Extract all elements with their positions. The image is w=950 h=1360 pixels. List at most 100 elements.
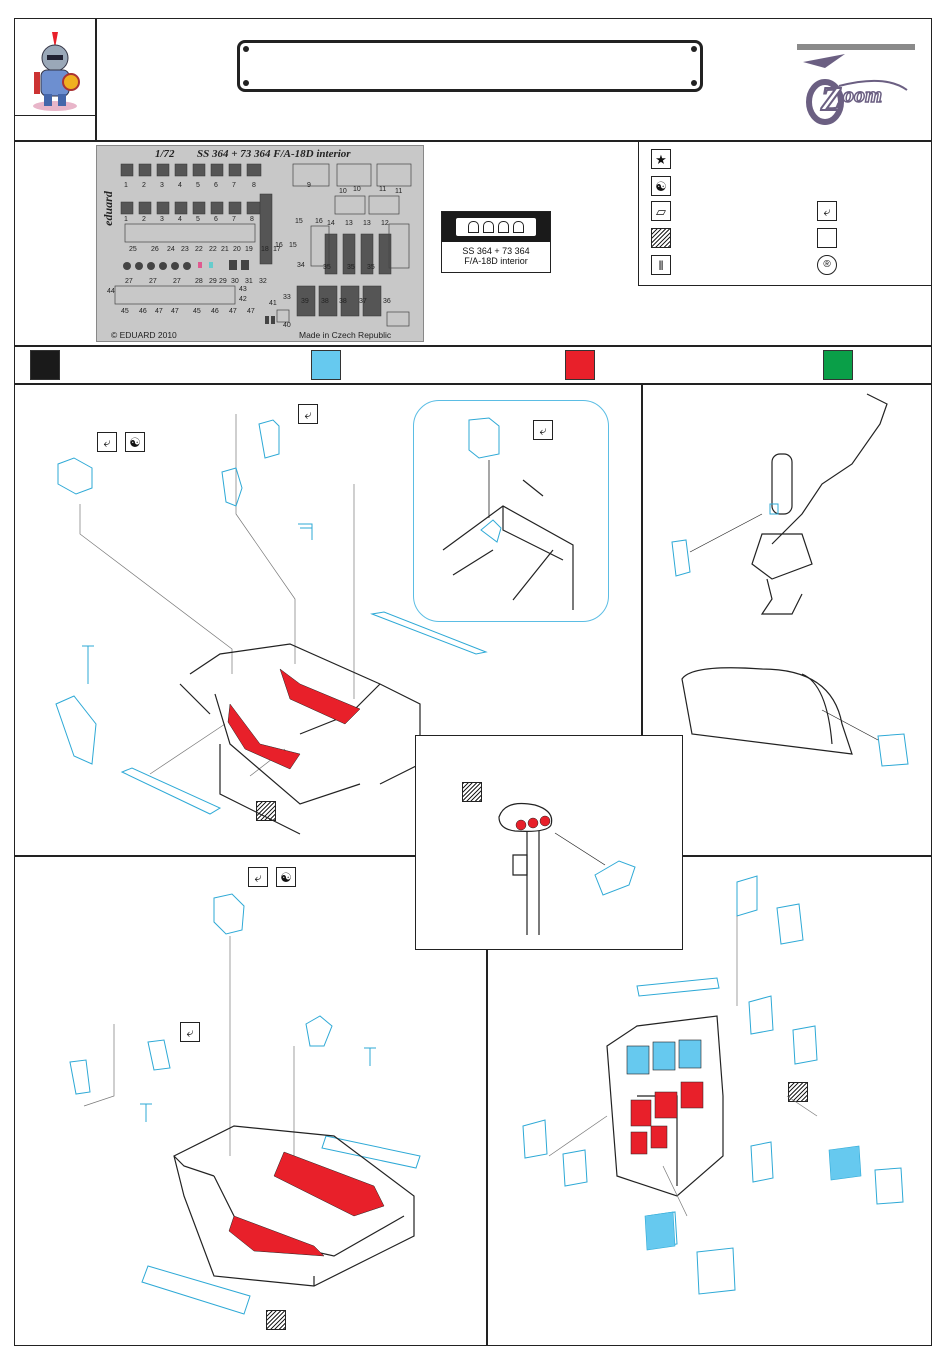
fret-num-g: 7 [232, 182, 236, 189]
fret-num-bf: 46 [139, 308, 147, 315]
page-frame [14, 18, 932, 1346]
yin-yang-icon: ☯ [651, 176, 671, 196]
fret-num-at: 31 [245, 278, 253, 285]
fret-num-bo: 38 [339, 298, 347, 305]
fret-num-az: 44 [107, 288, 115, 295]
fret-num-ak: 18 [261, 246, 269, 253]
fret-num-e: 5 [196, 182, 200, 189]
fret-num-bc: 41 [269, 300, 277, 307]
fret-title: SS 364 + 73 364 F/A-18D interior [197, 148, 351, 160]
fret-num-be: 45 [121, 308, 129, 315]
legend-box [638, 140, 932, 286]
fret-num-ag: 22 [209, 246, 217, 253]
empty-box-icon [817, 228, 837, 248]
fret-num-l: 11 [379, 186, 387, 193]
panel3-drawing [69, 893, 421, 1315]
fret-num-au: 32 [259, 278, 267, 285]
throttle-drawing [498, 802, 636, 935]
fret-num-br: 15 [289, 242, 297, 249]
fret-num-aw: 35 [323, 264, 331, 271]
fret-num-av: 34 [297, 262, 305, 269]
svg-text:oom: oom [843, 82, 882, 107]
fret-num-y: 13 [345, 220, 353, 227]
zoom-logo: Z oom [795, 44, 917, 130]
set-label-graphic [442, 212, 550, 242]
fret-num-af: 22 [195, 246, 203, 253]
drill-icon: ‖ [651, 255, 671, 275]
panel3-hatched-icon [266, 1310, 286, 1330]
knight-logo [24, 28, 86, 112]
logo-divider-small [14, 115, 96, 116]
panel3-fold-icon: ⤶ [248, 867, 268, 887]
fret-num-ad: 24 [167, 246, 175, 253]
fret-num-i: 9 [307, 182, 311, 189]
fret-num-ah: 21 [221, 246, 229, 253]
fret-num-bl: 47 [247, 308, 255, 315]
remove-icon: ® [817, 255, 837, 275]
callout-fold-icon: ⤶ [533, 420, 553, 440]
svg-text:Z: Z [820, 81, 842, 118]
fret-num-r: 5 [196, 216, 200, 223]
hatched-icon [651, 228, 671, 248]
fret-num-aj: 19 [245, 246, 253, 253]
fret-num-j: 10 [339, 188, 347, 195]
fret-num-x: 14 [327, 220, 335, 227]
fret-num-ba: 43 [239, 286, 247, 293]
color-row-bottom [14, 383, 932, 385]
fret-copyright: © EDUARD 2010 [111, 330, 177, 340]
color-swatch-green [823, 350, 853, 380]
fret-num-f: 6 [214, 182, 218, 189]
fret-num-m: 11 [395, 188, 403, 195]
panel4-hatched-icon [788, 1082, 808, 1102]
fret-num-ar: 29 [219, 278, 227, 285]
set-label-line2: F/A-18D interior [464, 256, 528, 266]
fret-num-an: 27 [149, 278, 157, 285]
throttle-hatched-icon [462, 782, 482, 802]
fret-num-bt: 40 [283, 322, 291, 329]
panel1-fold-icon: ⤶ [97, 432, 117, 452]
panel1-drawing [55, 414, 488, 835]
fret-num-bi: 45 [193, 308, 201, 315]
header-divider [14, 140, 932, 142]
fret-num-h: 8 [252, 182, 256, 189]
detail-callout [413, 400, 609, 622]
photo-etch-fret: 1/72 SS 364 + 73 364 F/A-18D interior ed… [96, 145, 424, 342]
set-label-line1: SS 364 + 73 364 [462, 246, 530, 256]
fold-icon: ⤶ [817, 201, 837, 221]
panel-divider-v2 [486, 855, 488, 1346]
fret-num-am: 27 [125, 278, 133, 285]
fret-num-q: 4 [178, 216, 182, 223]
color-swatch-blue [311, 350, 341, 380]
panel1-fold-icon-b: ⤶ [298, 404, 318, 424]
fret-num-a: 1 [124, 182, 128, 189]
fret-num-s: 6 [214, 216, 218, 223]
fret-num-bp: 37 [359, 298, 367, 305]
fret-num-ay: 35 [367, 264, 375, 271]
fret-num-ae: 23 [181, 246, 189, 253]
panel2-drawing [671, 393, 909, 767]
panel1-hatched-icon [256, 801, 276, 821]
fret-num-bb: 42 [239, 296, 247, 303]
fret-num-bm: 39 [301, 298, 309, 305]
fret-num-al: 17 [273, 246, 281, 253]
title-plate [237, 40, 703, 92]
throttle-detail-box [415, 735, 683, 950]
fret-num-k: 10 [353, 186, 361, 193]
fret-num-aa: 12 [381, 220, 389, 227]
fret-scale: 1/72 [155, 148, 175, 160]
fret-num-ac: 26 [151, 246, 159, 253]
fret-num-ax: 35 [347, 264, 355, 271]
panel4-drawing [522, 875, 904, 1295]
fret-num-bq: 36 [383, 298, 391, 305]
fret-num-aq: 29 [209, 278, 217, 285]
panel1-yin-yang-icon: ☯ [125, 432, 145, 452]
fret-num-t: 7 [232, 216, 236, 223]
fret-made-in: Made in Czech Republic [299, 330, 392, 340]
fret-num-c: 3 [160, 182, 164, 189]
callout-drawing [442, 417, 574, 610]
fret-num-as: 30 [231, 278, 239, 285]
panel3-fold-icon-b: ⤶ [180, 1022, 200, 1042]
color-swatch-red [565, 350, 595, 380]
fret-num-n: 1 [124, 216, 128, 223]
fret-num-ao: 27 [173, 278, 181, 285]
